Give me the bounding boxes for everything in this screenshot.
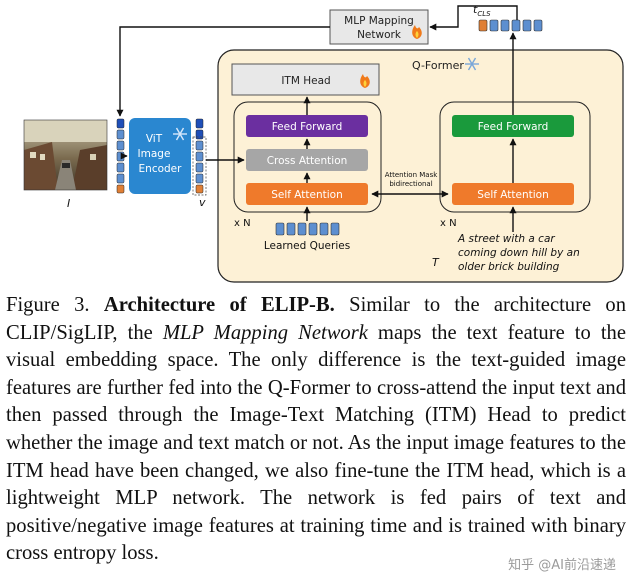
learned-query-tokens <box>275 222 340 236</box>
output-token <box>195 118 204 129</box>
cross-attention-box <box>246 149 368 171</box>
vit-label-line2: Image <box>138 148 171 160</box>
vit-label-line3: Encoder <box>139 163 183 175</box>
left-self-attention-label: Self Attention <box>271 189 343 201</box>
left-xn-label: x N <box>234 218 251 229</box>
learned-queries-label: Learned Queries <box>264 240 350 252</box>
attention-mask-type: bidirectional <box>389 180 432 188</box>
output-token <box>195 151 204 162</box>
image-token <box>116 118 125 129</box>
attention-mask-label: Attention Mask <box>385 171 439 179</box>
vit-label-line1: ViT <box>146 133 163 145</box>
right-xn-label: x N <box>440 218 457 229</box>
right-feed-forward-box <box>452 115 574 137</box>
text-token <box>500 19 510 32</box>
caption-text-1: Similar to the architecture on CLIP/SigL… <box>6 294 627 344</box>
image-token <box>116 173 125 184</box>
input-text-line3: older brick building <box>458 261 560 273</box>
text-variable-label: T <box>432 256 440 269</box>
text-token <box>489 19 499 32</box>
output-token <box>195 162 204 173</box>
itm-head-box <box>231 63 380 96</box>
left-feed-forward-box <box>246 115 368 137</box>
image-token <box>116 184 125 194</box>
query-token <box>330 222 340 236</box>
caption-prefix: Figure 3. <box>6 294 104 316</box>
right-self-attention-label: Self Attention <box>477 189 549 201</box>
image-feature-tokens <box>116 118 125 194</box>
mlp-label-line1: MLP Mapping <box>344 15 414 27</box>
mlp-label-line2: Network <box>357 29 402 41</box>
tcls-label: tCLS <box>473 3 491 18</box>
query-token <box>286 222 296 236</box>
left-self-attention-box <box>246 183 368 205</box>
cross-attention-label: Cross Attention <box>267 155 348 167</box>
caption-bold-title: Architecture of ELIP-B. <box>103 294 335 316</box>
caption-text-2: maps the text feature to the visual embe… <box>6 321 626 565</box>
image-token <box>116 129 125 140</box>
vit-encoder-box <box>129 118 191 194</box>
output-token <box>195 173 204 184</box>
snowflake-icon <box>173 127 187 141</box>
snowflake-icon <box>465 57 479 71</box>
input-image <box>23 119 108 191</box>
connector-arrows <box>116 5 518 232</box>
figure-caption: Figure 3. Architecture of ELIP-B. Simila… <box>6 292 626 568</box>
image-token <box>116 151 125 162</box>
image-token <box>116 140 125 151</box>
text-token <box>533 19 543 32</box>
itm-head-label: ITM Head <box>281 75 330 87</box>
text-token <box>511 19 521 32</box>
mlp-mapping-network-box <box>329 9 429 45</box>
output-token <box>195 184 204 194</box>
architecture-diagram: Q-Former MLP Mapping Network tCLS ITM He… <box>23 3 624 283</box>
watermark: 知乎 @AI前沿速递 <box>506 554 618 573</box>
output-token <box>195 129 204 140</box>
fire-icon <box>412 25 422 39</box>
left-feed-forward-label: Feed Forward <box>272 121 343 133</box>
output-token <box>195 140 204 151</box>
query-token <box>308 222 318 236</box>
v-variable-label: v <box>199 196 206 209</box>
caption-italic-term: MLP Mapping Network <box>162 321 368 344</box>
output-token-bracket <box>192 136 207 196</box>
text-token-row <box>478 19 543 32</box>
cls-token <box>478 19 488 32</box>
right-feed-forward-label: Feed Forward <box>478 121 549 133</box>
visual-output-tokens <box>192 118 207 196</box>
query-token <box>275 222 285 236</box>
query-token <box>297 222 307 236</box>
qformer-container <box>217 49 624 283</box>
qformer-label: Q-Former <box>412 59 464 72</box>
input-text-line1: A street with a car <box>457 233 555 245</box>
image-variable-label: I <box>67 197 70 210</box>
input-text-line2: coming down hill by an <box>458 247 580 259</box>
text-token <box>522 19 532 32</box>
right-self-attention-box <box>452 183 574 205</box>
fire-icon <box>360 74 370 88</box>
image-token <box>116 162 125 173</box>
query-token <box>319 222 329 236</box>
